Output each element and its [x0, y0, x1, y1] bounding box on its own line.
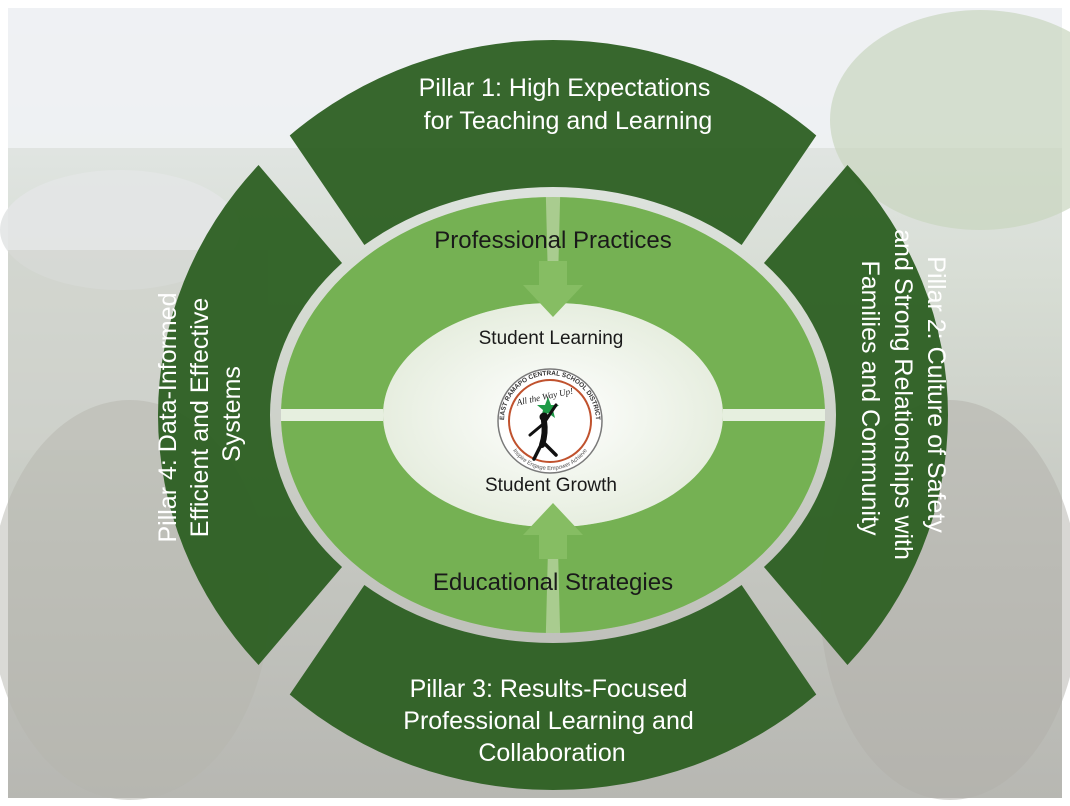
- educational-strategies-label: Educational Strategies: [433, 569, 673, 596]
- divider-right: [723, 409, 825, 421]
- jumping-figure-icon: [528, 403, 558, 461]
- pillar-3-label: Pillar 3: Results-Focused Professional L…: [403, 675, 700, 767]
- inner-quadrant-bottom-left: [281, 417, 549, 633]
- divider-left: [281, 409, 383, 421]
- district-logo: EAST RAMAPO CENTRAL SCHOOL DISTRICT Insp…: [497, 368, 603, 474]
- pillar-4-segment: [158, 165, 343, 665]
- pillar-1-segment: [289, 39, 817, 246]
- pillar-4-label: Pillar 4: Data-Informed Efficient and Ef…: [154, 285, 246, 542]
- pillar-2-segment: [763, 165, 948, 665]
- pillar-3-segment: [289, 584, 817, 791]
- star-icon: [537, 397, 559, 418]
- student-learning-label: Student Learning: [479, 328, 624, 349]
- pillar-ring: [158, 39, 948, 791]
- inner-ellipse: [281, 197, 825, 633]
- inner-quadrant-bottom-right: [557, 417, 825, 633]
- professional-practices-label: Professional Practices: [434, 227, 671, 254]
- inner-quadrant-top-right: [557, 197, 825, 413]
- inner-quadrant-top-left: [281, 197, 549, 413]
- pillar-1-label: Pillar 1: High Expectations for Teaching…: [419, 74, 718, 135]
- student-growth-label: Student Growth: [485, 475, 617, 496]
- pillar-2-label: Pillar 2: Culture of Safety and Strong R…: [856, 229, 950, 567]
